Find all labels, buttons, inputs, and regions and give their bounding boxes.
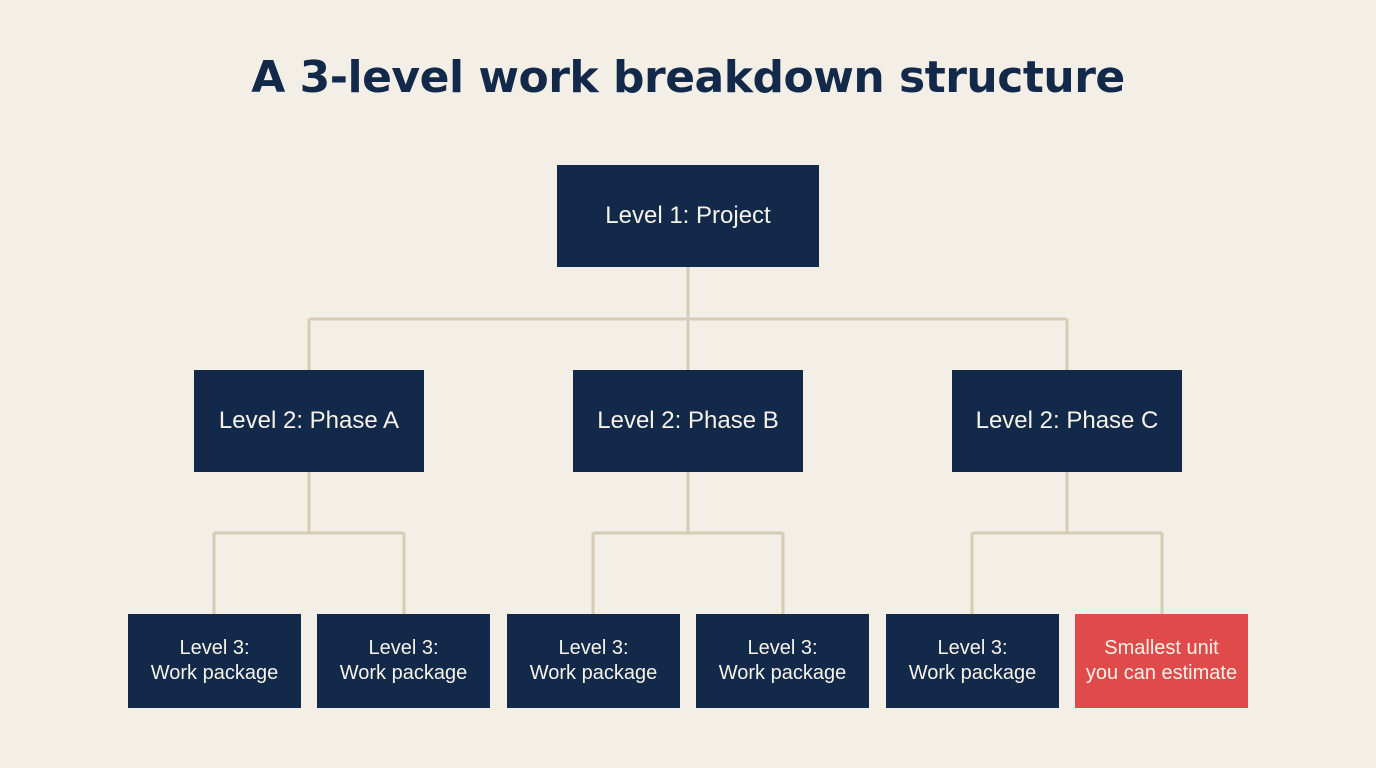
node-level1-project: Level 1: Project xyxy=(557,165,819,267)
node-level3-work-package: Level 3: Work package xyxy=(317,614,490,708)
node-label-line1: Level 3: xyxy=(179,637,250,659)
node-label-line1: Smallest unit xyxy=(1104,637,1219,659)
node-label-line2: Work package xyxy=(908,662,1037,684)
node-label-line2: Work package xyxy=(718,662,847,684)
node-label: Level 2: Phase B xyxy=(597,407,779,434)
node-level3-smallest-unit: Smallest unit you can estimate xyxy=(1075,614,1248,708)
node-level2-phase-c: Level 2: Phase C xyxy=(952,370,1182,472)
node-level3-work-package: Level 3: Work package xyxy=(128,614,301,708)
node-level2-phase-b: Level 2: Phase B xyxy=(573,370,803,472)
node-label-line1: Level 3: xyxy=(368,637,439,659)
node-label-line2: Work package xyxy=(339,662,468,684)
node-level2-phase-a: Level 2: Phase A xyxy=(194,370,424,472)
node-level3-work-package: Level 3: Work package xyxy=(886,614,1059,708)
node-level3-work-package: Level 3: Work package xyxy=(696,614,869,708)
node-label-line2: you can estimate xyxy=(1085,662,1238,684)
node-label-line1: Level 3: xyxy=(747,637,818,659)
node-level3-work-package: Level 3: Work package xyxy=(507,614,680,708)
node-label-line2: Work package xyxy=(150,662,279,684)
node-label: Level 2: Phase C xyxy=(975,407,1159,434)
node-label: Level 2: Phase A xyxy=(218,407,400,434)
diagram-title: A 3-level work breakdown structure xyxy=(251,52,1125,103)
node-label: Level 1: Project xyxy=(605,202,771,229)
node-label-line2: Work package xyxy=(529,662,658,684)
node-label-line1: Level 3: xyxy=(937,637,1008,659)
node-label-line1: Level 3: xyxy=(558,637,629,659)
